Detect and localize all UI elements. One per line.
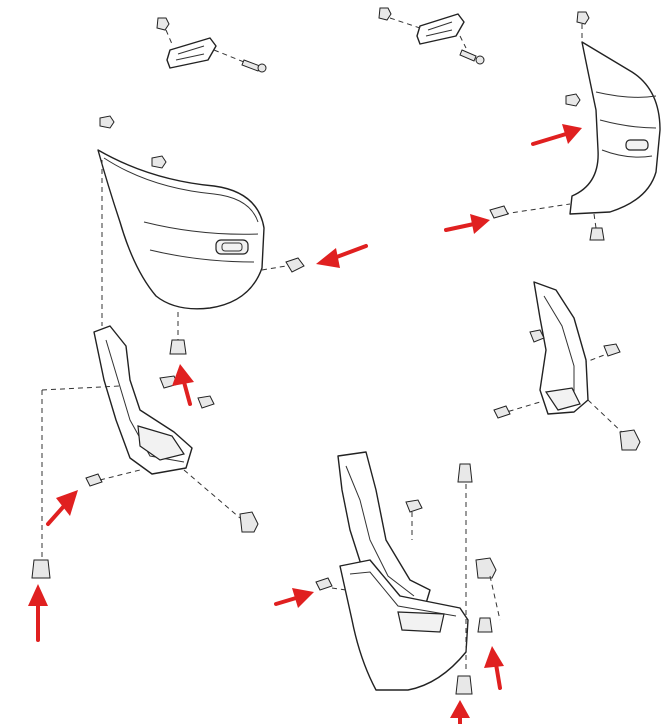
bolt-top-left xyxy=(241,59,261,72)
mud-flap-center xyxy=(315,451,501,695)
top-right-bracket xyxy=(378,7,485,65)
mudguard-bracket-right xyxy=(493,281,641,451)
arrow-5 xyxy=(46,490,78,526)
arrow-3 xyxy=(316,244,368,268)
clip-top-left xyxy=(156,17,170,31)
bolt-top-right xyxy=(459,49,477,62)
arrows xyxy=(28,124,582,724)
arrow-4 xyxy=(172,364,194,406)
arrow-8 xyxy=(484,646,504,690)
bumper-corner-right xyxy=(489,11,661,241)
arrow-2 xyxy=(444,214,490,234)
clip-top-right xyxy=(378,7,392,21)
arrow-1 xyxy=(531,124,582,146)
arrow-6 xyxy=(28,584,48,642)
arrow-9 xyxy=(450,700,470,724)
top-left-bracket xyxy=(156,17,267,73)
arrow-7 xyxy=(274,588,314,608)
bumper-corner-left xyxy=(97,115,305,355)
